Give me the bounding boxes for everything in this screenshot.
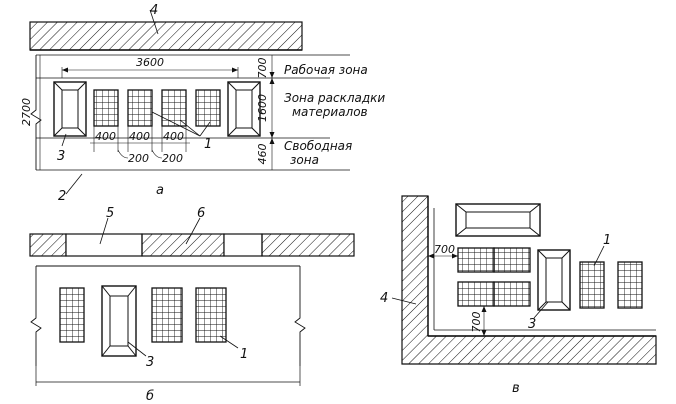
opening-b-2 xyxy=(223,233,263,257)
dim-700: 700 xyxy=(256,58,269,79)
pallet-c-4 xyxy=(493,281,531,307)
zone-free-line1: Свободная xyxy=(284,139,352,153)
figure-b: 5 6 3 1 б xyxy=(29,206,355,404)
caption-c: в xyxy=(512,381,520,396)
dim-step-2: 200 xyxy=(162,152,183,165)
pallet-a-1 xyxy=(93,89,119,127)
caption-b: б xyxy=(146,389,154,404)
dim-gap-1: 400 xyxy=(95,130,116,143)
dim-c-wall-gap: 700 xyxy=(434,243,455,256)
pallet-c-3 xyxy=(457,281,495,307)
callout-wall-c: 4 xyxy=(380,291,388,306)
pallet-a-2 xyxy=(127,89,153,127)
box-c-top xyxy=(455,203,541,237)
dim-gap-3: 400 xyxy=(163,130,184,143)
pallet-a-4 xyxy=(195,89,221,127)
callout-box-b: 3 xyxy=(146,355,154,370)
box-b xyxy=(101,285,137,357)
dim-3600: 3600 xyxy=(136,56,164,69)
pallet-c-6 xyxy=(617,261,643,309)
pier-b-3 xyxy=(261,233,355,257)
callout-pallet-b: 1 xyxy=(240,347,248,362)
callout-pallet-c: 1 xyxy=(603,233,611,248)
zone-layout-line1: Зона раскладки xyxy=(284,91,385,105)
pallet-a-3 xyxy=(161,89,187,127)
box-a-left xyxy=(53,81,87,137)
zone-work: Рабочая зона xyxy=(284,63,368,77)
pallet-c-5 xyxy=(579,261,605,309)
dim-gap-2: 400 xyxy=(129,130,150,143)
callout-boundary-a: 2 xyxy=(58,189,66,204)
pallet-c-1 xyxy=(457,247,495,273)
pallet-b-2 xyxy=(151,287,183,343)
callout-box-a: 3 xyxy=(57,149,65,164)
wall-a xyxy=(29,21,303,51)
pier-b-2 xyxy=(141,233,225,257)
pallet-c-2 xyxy=(493,247,531,273)
dim-2700: 2700 xyxy=(20,98,33,126)
pallet-b-3 xyxy=(195,287,227,343)
dim-460: 460 xyxy=(256,144,269,165)
callout-box-c: 3 xyxy=(528,317,536,332)
caption-a: а xyxy=(156,183,164,198)
callout-wall-a: 4 xyxy=(150,3,158,18)
dim-step-1: 200 xyxy=(128,152,149,165)
callout-opening-b: 5 xyxy=(106,206,114,221)
callout-pallet-a: 1 xyxy=(204,137,212,152)
callout-pier-b: 6 xyxy=(197,206,205,221)
opening-b-1 xyxy=(65,233,143,257)
pier-b-1 xyxy=(29,233,67,257)
figure-c: 4 3 1 700 700 xyxy=(380,195,657,396)
box-c-right xyxy=(537,249,571,311)
figure-a: 4 2700 3600 3 xyxy=(20,3,385,204)
dim-c-bottom-gap: 700 xyxy=(470,312,483,333)
zone-layout-line2: материалов xyxy=(292,105,368,119)
zone-free-line2: зона xyxy=(290,153,319,167)
dim-1600: 1600 xyxy=(256,94,269,122)
pallet-b-1 xyxy=(59,287,85,343)
box-a-right xyxy=(227,81,261,137)
